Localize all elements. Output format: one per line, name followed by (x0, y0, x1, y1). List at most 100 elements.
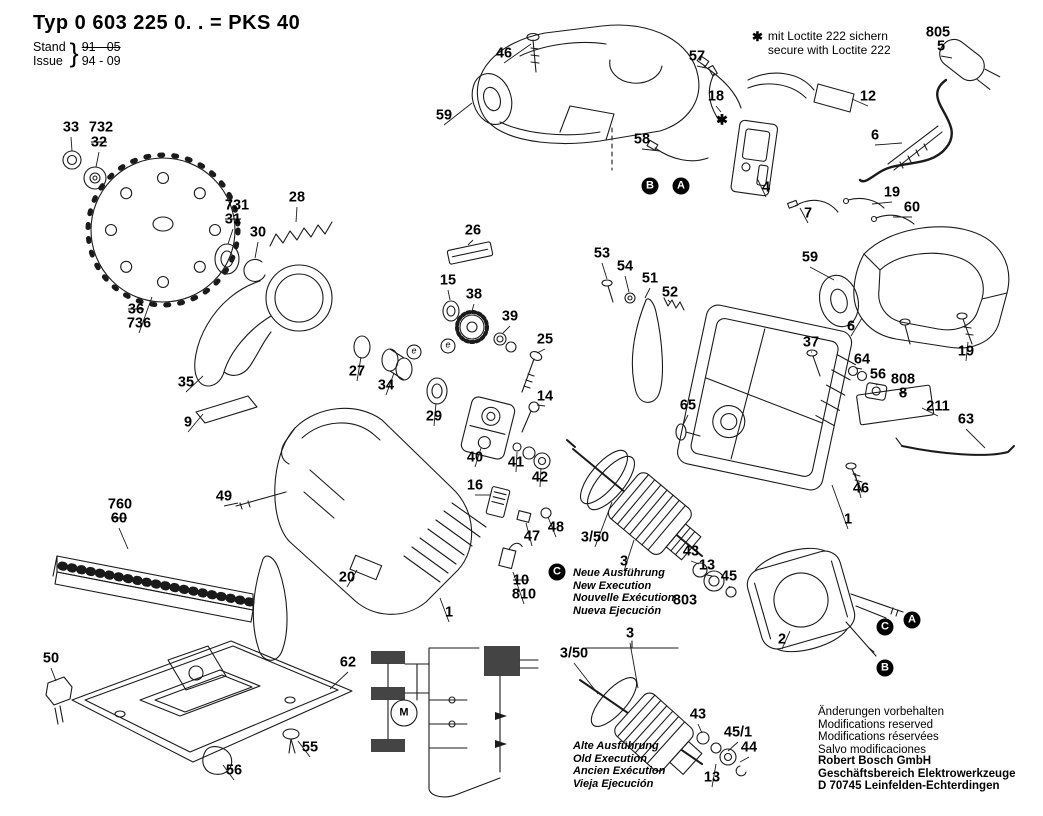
part-label-7: 7 (803, 205, 813, 222)
part-label-10: 10 (512, 572, 530, 589)
part-label-8: 8 (898, 385, 908, 402)
part-label-732: 732 (88, 119, 114, 136)
brace-glyph: } (69, 38, 79, 68)
depth-knob (45, 676, 73, 725)
handle-screws (899, 312, 974, 345)
part-label-44: 44 (740, 739, 758, 756)
part-label-37: 37 (802, 334, 820, 351)
note-line: D 70745 Leinfelden-Echterdingen (818, 780, 1000, 792)
part-label-M: M (399, 706, 409, 719)
part-label-55: 55 (301, 739, 319, 756)
note-line: Salvo modificaciones (818, 743, 927, 756)
part-label-60: 60 (903, 199, 921, 216)
circled-letter-A: A (903, 611, 921, 629)
handle-roller (818, 274, 860, 328)
part-label-60: 60 (110, 510, 128, 527)
note-line: Neue Ausführung (573, 567, 665, 579)
part-label-64: 64 (853, 351, 871, 368)
circled-letter-B: B (641, 177, 659, 195)
type-label: Typ (33, 12, 69, 34)
screw-14 (521, 401, 540, 433)
guide-arm (252, 555, 288, 661)
wing-screw (282, 728, 300, 754)
part-label-3: 3 (619, 553, 629, 570)
part-label-27: 27 (348, 363, 366, 380)
part-label-12: 12 (859, 88, 877, 105)
part-label-46: 46 (852, 480, 870, 497)
part-label-49: 49 (215, 488, 233, 505)
part-label-57: 57 (688, 48, 706, 65)
part-label-9: 9 (183, 414, 193, 431)
part-label-39: 39 (501, 308, 519, 325)
part-label-18: 18 (707, 88, 725, 105)
note-line: Nouvelle Exécution (573, 592, 675, 604)
note-line: Ancien Exécution (573, 765, 666, 777)
part-label-43: 43 (682, 543, 700, 560)
note-line: Old Execution (573, 752, 647, 765)
part-label-59: 59 (801, 249, 819, 266)
base-plate (71, 640, 353, 763)
part-label-810: 810 (511, 586, 537, 603)
right-small-parts (806, 349, 1015, 493)
plate-26 (446, 241, 494, 265)
part-label-3: 3 (625, 625, 635, 642)
part-label-29: 29 (425, 408, 443, 425)
part-label-19: 19 (883, 184, 901, 201)
part-label-13: 13 (703, 769, 721, 786)
part-label-30: 30 (249, 224, 267, 241)
part-label-63: 63 (957, 411, 975, 428)
note-line: Alte Ausführung (573, 740, 659, 752)
part-label-41: 41 (507, 454, 525, 471)
part-label-54: 54 (616, 258, 634, 275)
title-block: Typ 0 603 225 0. . = PKS 40 Stand Issue … (33, 12, 300, 69)
part-label-35: 35 (177, 374, 195, 391)
part-label-808: 808 (890, 371, 916, 388)
issue-label: Issue (33, 53, 63, 68)
part-label-42: 42 (531, 469, 549, 486)
part-label-45: 45 (720, 568, 738, 585)
wiring-schematic (371, 646, 539, 798)
part-label-50: 50 (42, 650, 60, 667)
part-label-65: 65 (679, 397, 697, 414)
note-line: Nueva Ejecución (573, 604, 662, 617)
part-label-15: 15 (439, 272, 457, 289)
part-label-6: 6 (846, 318, 856, 335)
switch-body (730, 119, 779, 197)
stator (746, 547, 904, 657)
part-label-53: 53 (593, 245, 611, 262)
part-label-56: 56 (225, 762, 243, 779)
rod-49 (235, 491, 287, 510)
motor-housing-right (677, 304, 856, 491)
note-line: Robert Bosch GmbH (818, 755, 932, 767)
revision-block: Stand Issue } 91 - 05 94 - 09 (33, 38, 300, 69)
armature-new (566, 439, 737, 598)
part-label-5: 5 (936, 38, 946, 55)
circled-letter-C: C (548, 563, 566, 581)
part-label-4: 4 (761, 179, 771, 196)
rear-handle-housing (853, 226, 1010, 349)
circled-letter-A: A (672, 177, 690, 195)
part-label-3-50: 3/50 (559, 645, 589, 662)
part-label-13: 13 (698, 557, 716, 574)
circled-letter-C: C (876, 618, 894, 636)
loctite-line-en: secure with Loctite 222 (767, 42, 891, 57)
part-label-28: 28 (288, 189, 306, 206)
screw-25 (521, 351, 543, 393)
cover-plate (195, 395, 258, 424)
part-label-62: 62 (339, 654, 357, 671)
motor-housing-left (274, 407, 487, 615)
part-label-36: 36 (127, 301, 145, 318)
bearing-bracket (460, 396, 516, 460)
type-number: 0 603 225 0. . (74, 12, 204, 34)
lead-wires (787, 197, 915, 225)
part-label-805: 805 (925, 24, 951, 41)
part-label-43: 43 (689, 706, 707, 723)
part-label-e: e (406, 344, 422, 360)
part-label-26: 26 (464, 222, 482, 239)
